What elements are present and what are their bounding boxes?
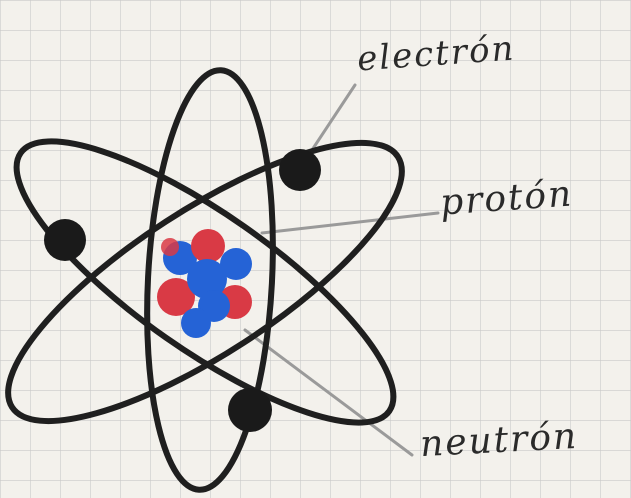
orbit-vertical bbox=[144, 67, 276, 493]
electron-particle bbox=[44, 219, 86, 261]
nucleus bbox=[157, 229, 252, 338]
neutron-particle bbox=[220, 248, 252, 280]
neutron-label: neutrón bbox=[419, 415, 580, 466]
proton-particle bbox=[191, 229, 225, 263]
neutron-particle bbox=[181, 308, 211, 338]
orbit-rising bbox=[5, 139, 405, 425]
proton-particle bbox=[161, 238, 179, 256]
neutron-particle bbox=[187, 259, 227, 299]
orbit-falling bbox=[13, 138, 397, 426]
electron-particle bbox=[279, 149, 321, 191]
electron-leader-line bbox=[310, 83, 357, 152]
neutron-leader-line bbox=[243, 328, 414, 457]
electron-particle bbox=[228, 388, 272, 432]
proton-leader-line bbox=[260, 211, 440, 235]
proton-particle bbox=[157, 278, 195, 316]
